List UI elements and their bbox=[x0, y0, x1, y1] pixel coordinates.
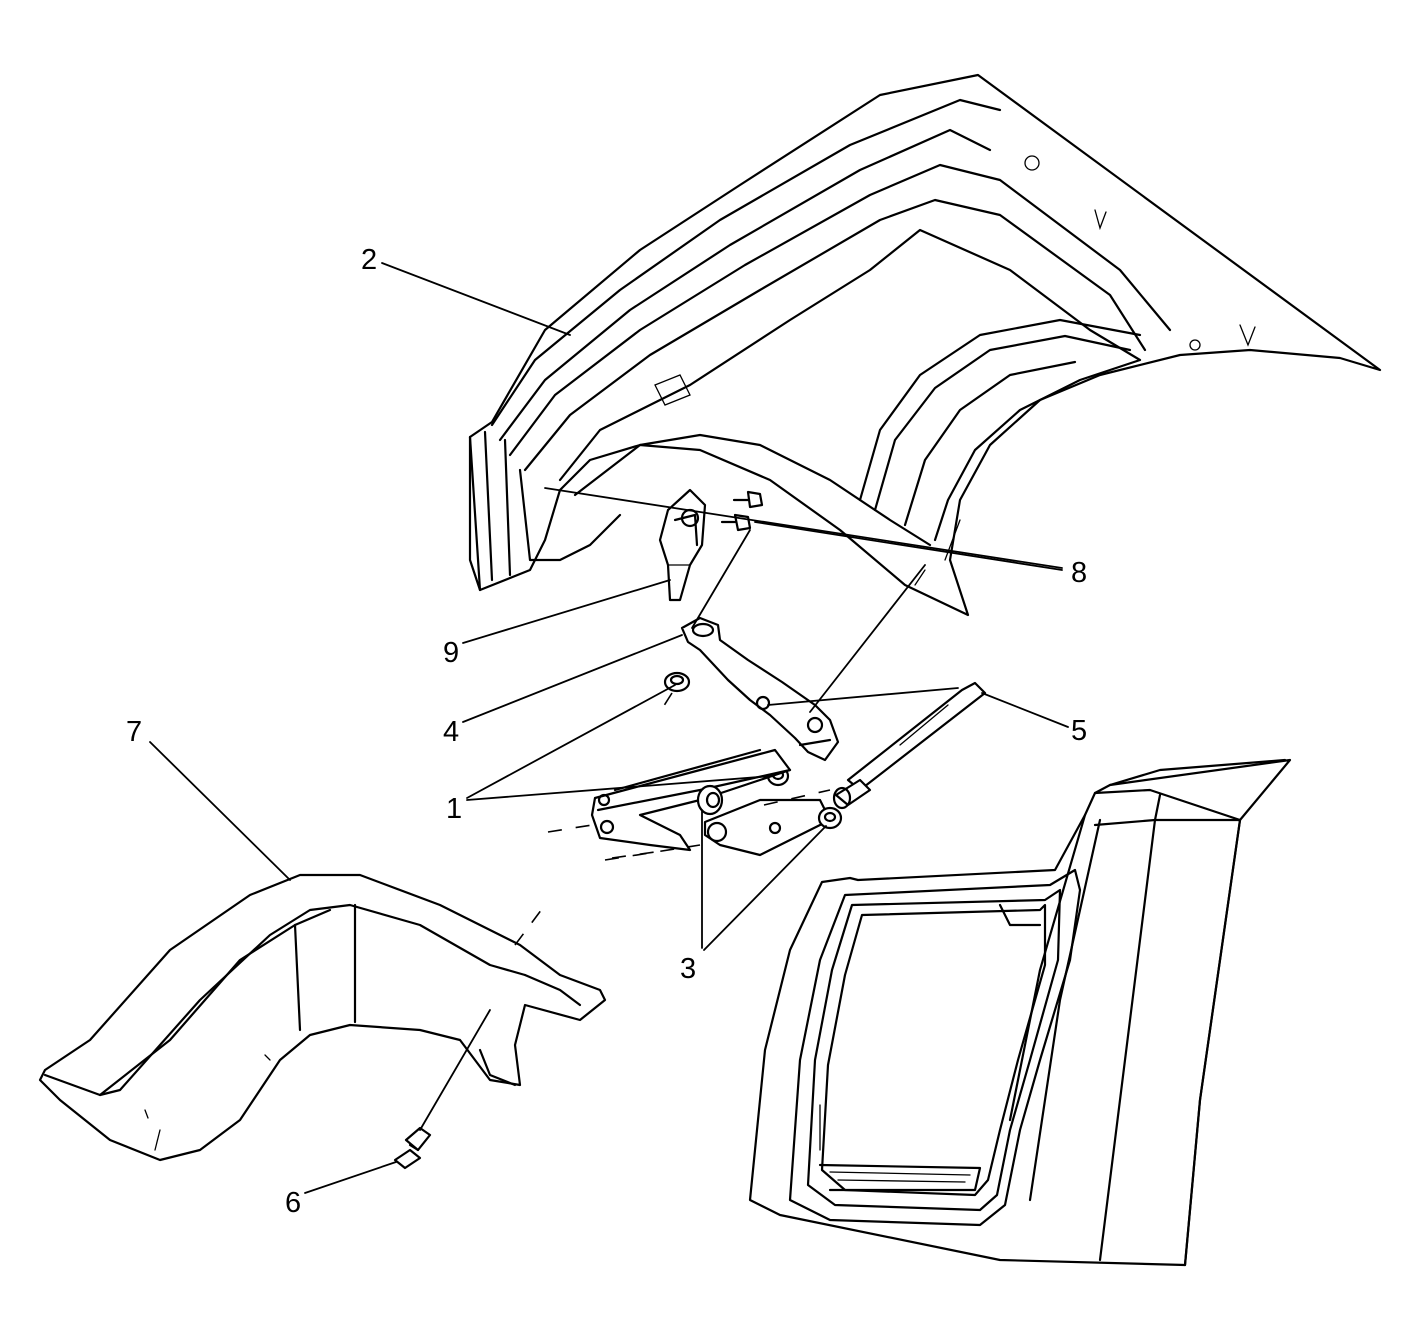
callout-9: 9 bbox=[443, 637, 459, 669]
callout-4: 4 bbox=[443, 716, 459, 748]
trim-panel bbox=[38, 873, 607, 1162]
leader-9 bbox=[462, 579, 671, 644]
hinge-arm-assembly bbox=[547, 748, 832, 861]
vehicle-body bbox=[748, 758, 1292, 1267]
leader-8b bbox=[754, 521, 1063, 571]
leader-strut-pin bbox=[809, 564, 926, 713]
leader-7 bbox=[149, 741, 291, 881]
bolts bbox=[720, 490, 764, 532]
callout-2: 2 bbox=[361, 244, 377, 276]
leader-1a bbox=[466, 684, 676, 799]
gas-strut bbox=[763, 681, 987, 810]
push-pin-retainer bbox=[393, 1126, 432, 1170]
leader-3b bbox=[703, 825, 827, 951]
leader-5 bbox=[981, 692, 1069, 728]
callout-labels: 2 8 9 4 5 1 7 3 6 bbox=[126, 244, 1087, 1219]
leader-lines bbox=[149, 262, 1069, 1194]
callout-3: 3 bbox=[680, 953, 696, 985]
leader-5b bbox=[767, 687, 959, 706]
leader-8a bbox=[544, 487, 1063, 569]
callout-5: 5 bbox=[1071, 715, 1087, 747]
leader-6b bbox=[419, 1009, 491, 1131]
leader-4b bbox=[691, 529, 751, 629]
leader-2 bbox=[381, 262, 571, 336]
callout-6: 6 bbox=[285, 1187, 301, 1219]
leader-6 bbox=[304, 1161, 397, 1194]
callout-8: 8 bbox=[1071, 557, 1087, 589]
liftgate-panel bbox=[468, 73, 1382, 617]
bushings bbox=[696, 784, 843, 830]
leader-4 bbox=[462, 634, 683, 723]
latch-bracket bbox=[658, 488, 707, 602]
leader-1b bbox=[466, 775, 773, 801]
callout-7: 7 bbox=[126, 716, 142, 748]
hinge-bracket bbox=[680, 616, 840, 762]
callout-1: 1 bbox=[446, 793, 462, 825]
